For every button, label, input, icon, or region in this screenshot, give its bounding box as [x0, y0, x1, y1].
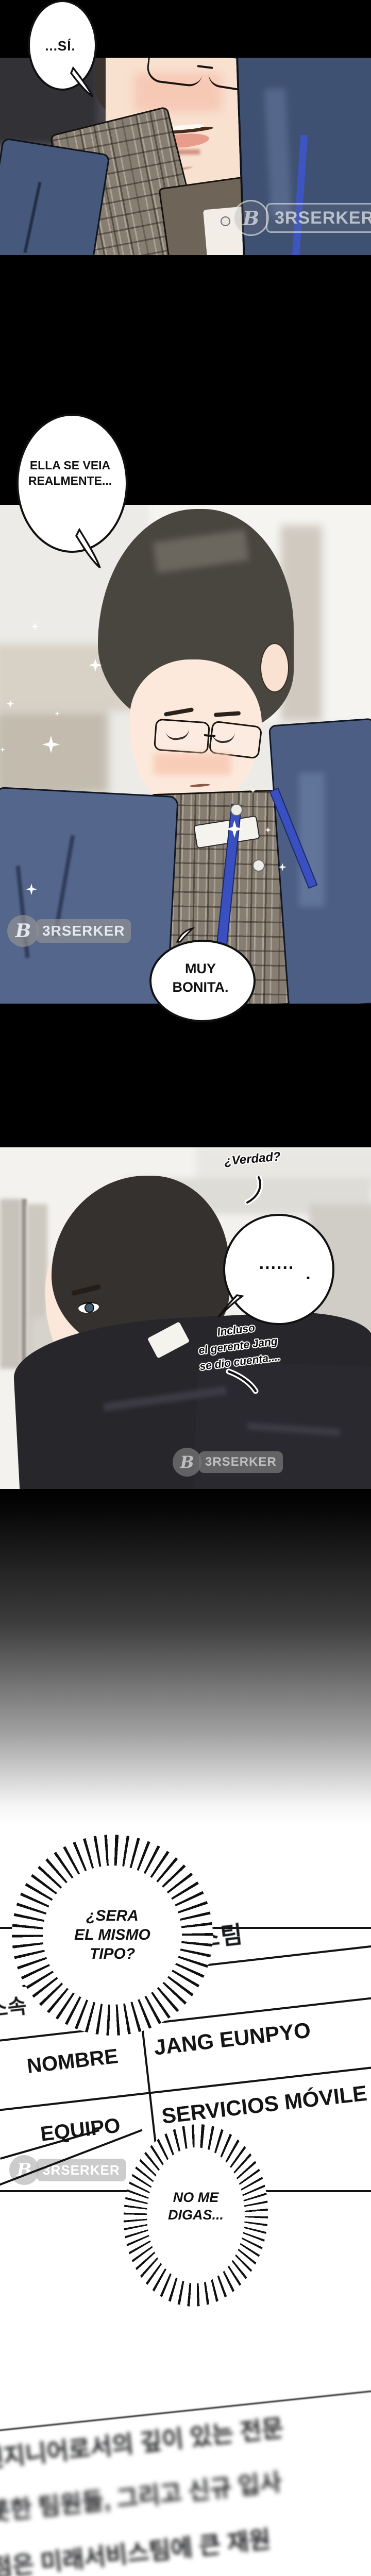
p3-window-left1 — [0, 1199, 22, 1369]
thought-tipo-line2: EL MISMO — [74, 1926, 150, 1943]
speech-bubble-dots — [223, 1214, 334, 1325]
watermark-logo-letter: B — [242, 206, 260, 230]
watermark-brand: 3RSERKER — [37, 2159, 126, 2181]
watermark-brand-text: 3RSERKER — [275, 208, 371, 228]
burst-tipo-core — [43, 1866, 182, 2005]
p2-blush — [154, 753, 231, 775]
panel-1-closeup — [0, 0, 371, 255]
watermark-brand: 3RSERKER — [266, 203, 371, 233]
watermark-panel1: B 3RSERKER — [233, 200, 371, 236]
p1-jacket-left — [0, 138, 110, 255]
watermark-brand-text: 3RSERKER — [42, 923, 125, 939]
watermark-logo-letter: B — [180, 1452, 194, 1472]
doc-row2-value: SERVICIOS MÓVILE — [160, 2080, 368, 2128]
watermark-brand: 3RSERKER — [36, 919, 131, 943]
speech-bubble-bonita — [149, 940, 256, 1022]
doc-row2-label: EQUIPO — [39, 2114, 122, 2146]
thought-digas-line2: DIGAS... — [167, 2207, 224, 2223]
speech-bubble-si-tail — [70, 66, 94, 98]
watermark-panel3: B 3RSERKER — [173, 1448, 283, 1477]
watermark-panel2: B 3RSERKER — [7, 915, 131, 947]
dialogue-bonita: MUY BONITA. — [149, 959, 251, 996]
p2-bg-shelf2 — [0, 711, 108, 793]
sparkle — [0, 747, 5, 752]
korean-paragraph: 엔지니어로서의 깊이 있는 전문 비롯한 팀원들, 그리고 신규 입사 한 점은… — [0, 2362, 371, 2576]
speech-bubble-dots-tail — [217, 1294, 245, 1318]
incluso-swoosh — [226, 1368, 259, 1394]
thought-digas-line1: NO ME — [173, 2190, 219, 2205]
watermark-logo-icon: B — [233, 200, 269, 236]
paragraph-line3: 한 점은 미래서비스팀에 큰 재원 — [0, 2526, 272, 2576]
thought-digas: NO ME DIGAS... — [147, 2189, 245, 2224]
dialogue-si: ...SÍ. — [45, 38, 76, 54]
speech-bubble-ella-tail — [75, 528, 101, 569]
p2-glasses-left — [153, 718, 211, 754]
p1-button — [221, 216, 230, 226]
paragraph-line1: 엔지니어로서의 깊이 있는 전문 — [0, 2414, 285, 2473]
doc-row1-value: JANG EUNPYO — [153, 2018, 312, 2060]
speech-bubble-ella — [16, 414, 128, 553]
dialogue-ella: ELLA SE VEIA REALMENTE... — [16, 457, 124, 488]
watermark-brand-text: 3RSERKER — [205, 1455, 277, 1469]
dialogue-ella-line2: REALMENTE... — [28, 474, 112, 487]
watermark-brand: 3RSERKER — [199, 1451, 283, 1473]
p3-window-mullion — [22, 1199, 27, 1369]
p2-button2 — [252, 859, 265, 872]
thought-tipo-line1: ¿SERA — [86, 1907, 139, 1924]
watermark-brand-text: 3RSERKER — [43, 2162, 120, 2178]
watermark-logo-icon: B — [173, 1448, 201, 1477]
watermark-document: B 3RSERKER — [9, 2155, 126, 2185]
doc-row1-label: NOMBRE — [25, 2045, 120, 2078]
sparkle — [31, 622, 39, 631]
paragraph-line2: 비롯한 팀원들, 그리고 신규 입사 — [0, 2468, 283, 2529]
thought-tipo: ¿SERA EL MISMO TIPO? — [43, 1906, 182, 1963]
panel-1-art — [0, 58, 371, 255]
panel-3-suit-profile — [0, 1147, 371, 1489]
p2-button1 — [230, 804, 243, 816]
p1-lip-shadow — [164, 149, 200, 155]
speech-bubble-si — [28, 0, 97, 91]
thought-tipo-line3: TIPO? — [89, 1945, 136, 1962]
watermark-logo-icon: B — [7, 915, 39, 947]
p1-blush — [134, 73, 222, 112]
dialogue-dots: ...... — [259, 1253, 295, 1273]
dialogue-bonita-line2: BONITA. — [172, 979, 229, 995]
gradient-transition — [0, 1489, 371, 1826]
dialogue-ella-line1: ELLA SE VEIA — [29, 459, 111, 472]
speech-bubble-bonita-tail — [176, 927, 195, 943]
dialogue-bonita-line1: MUY — [185, 961, 216, 976]
dialogue-dots-tail-dot: . — [306, 1264, 311, 1283]
p2-ear — [260, 643, 289, 692]
doc-korean-affiliation: 소속 — [0, 1994, 28, 2022]
sparkle — [250, 788, 256, 793]
watermark-logo-letter: B — [15, 920, 31, 942]
verdad-swoosh — [244, 1176, 263, 1205]
sparkle — [55, 711, 60, 716]
p3-eye-iris — [85, 1303, 94, 1313]
burst-digas-core — [147, 2147, 245, 2283]
